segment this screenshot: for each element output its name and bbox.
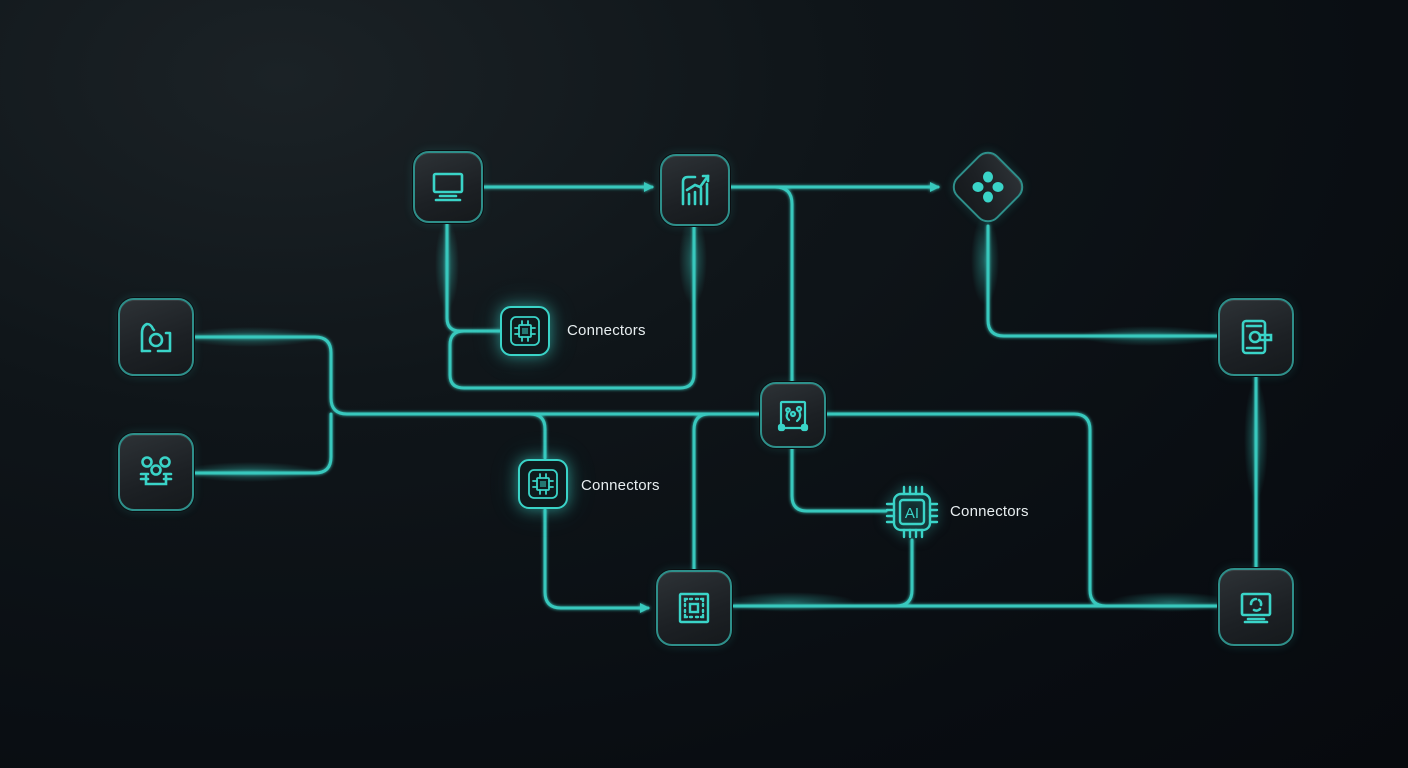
chart-growth-icon xyxy=(681,174,710,206)
connector-label-3: Connectors xyxy=(950,503,1029,520)
monitor-node[interactable] xyxy=(413,151,483,223)
camera-icon xyxy=(140,322,172,353)
display-sync-node[interactable] xyxy=(1218,568,1294,646)
monitor-icon xyxy=(432,172,464,202)
team-node[interactable] xyxy=(118,433,194,511)
connector-chip-1[interactable] xyxy=(500,306,550,356)
network-map-icon xyxy=(777,400,809,432)
connector-chip-ai[interactable]: AI xyxy=(882,482,942,542)
camera-node[interactable] xyxy=(118,298,194,376)
connector-chip-2[interactable] xyxy=(518,459,568,509)
mobile-node[interactable] xyxy=(1218,298,1294,376)
mobile-connect-icon xyxy=(1241,319,1273,355)
ai-chip-icon: AI xyxy=(885,485,939,539)
chip-icon xyxy=(510,316,540,346)
monitor-sync-icon xyxy=(1240,592,1272,624)
network-node[interactable] xyxy=(760,382,826,448)
scan-frame-icon xyxy=(678,592,710,624)
analytics-node[interactable] xyxy=(660,154,730,226)
scan-node[interactable] xyxy=(656,570,732,646)
chip-icon xyxy=(528,469,558,499)
connector-label-1: Connectors xyxy=(567,322,646,339)
group-icon xyxy=(139,456,173,486)
connector-label-2: Connectors xyxy=(581,477,660,494)
four-petal-icon xyxy=(972,171,1004,203)
hub-node[interactable] xyxy=(946,145,1030,229)
svg-text:AI: AI xyxy=(905,505,919,522)
